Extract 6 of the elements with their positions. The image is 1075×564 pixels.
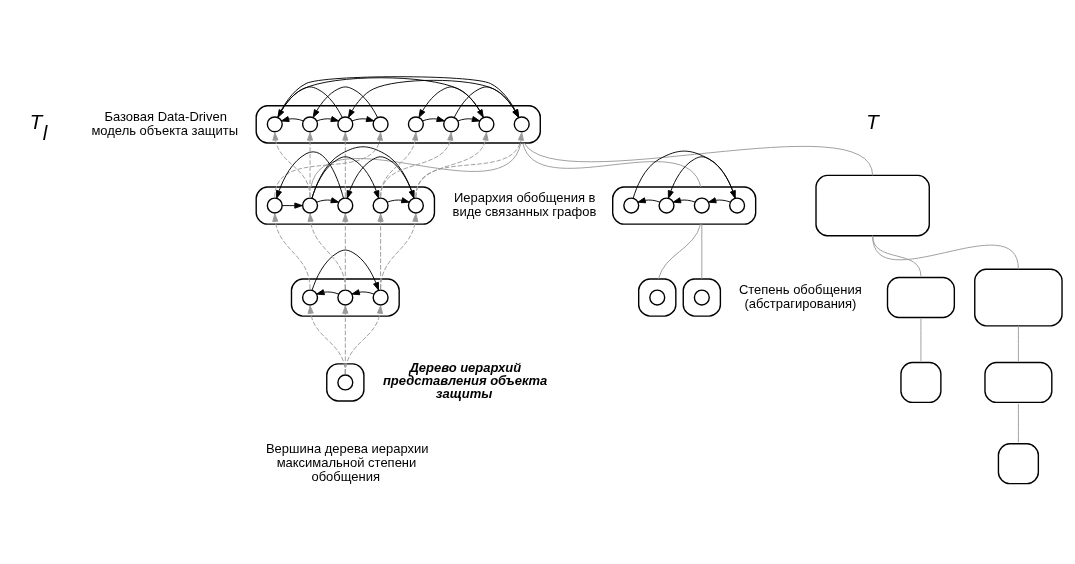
label: Дерево иерархий представления объекта защиты [382,359,548,401]
label: Вершина дерева иерархии максимальной степени обобщения [265,440,429,484]
label: Степень обобщения (абстрагирования) [738,281,862,311]
label: Базовая Data-Driven модель объекта защиты [91,108,239,138]
label: Иерархия обобщения в виде связанных графов [452,189,597,219]
label: T [866,110,879,133]
